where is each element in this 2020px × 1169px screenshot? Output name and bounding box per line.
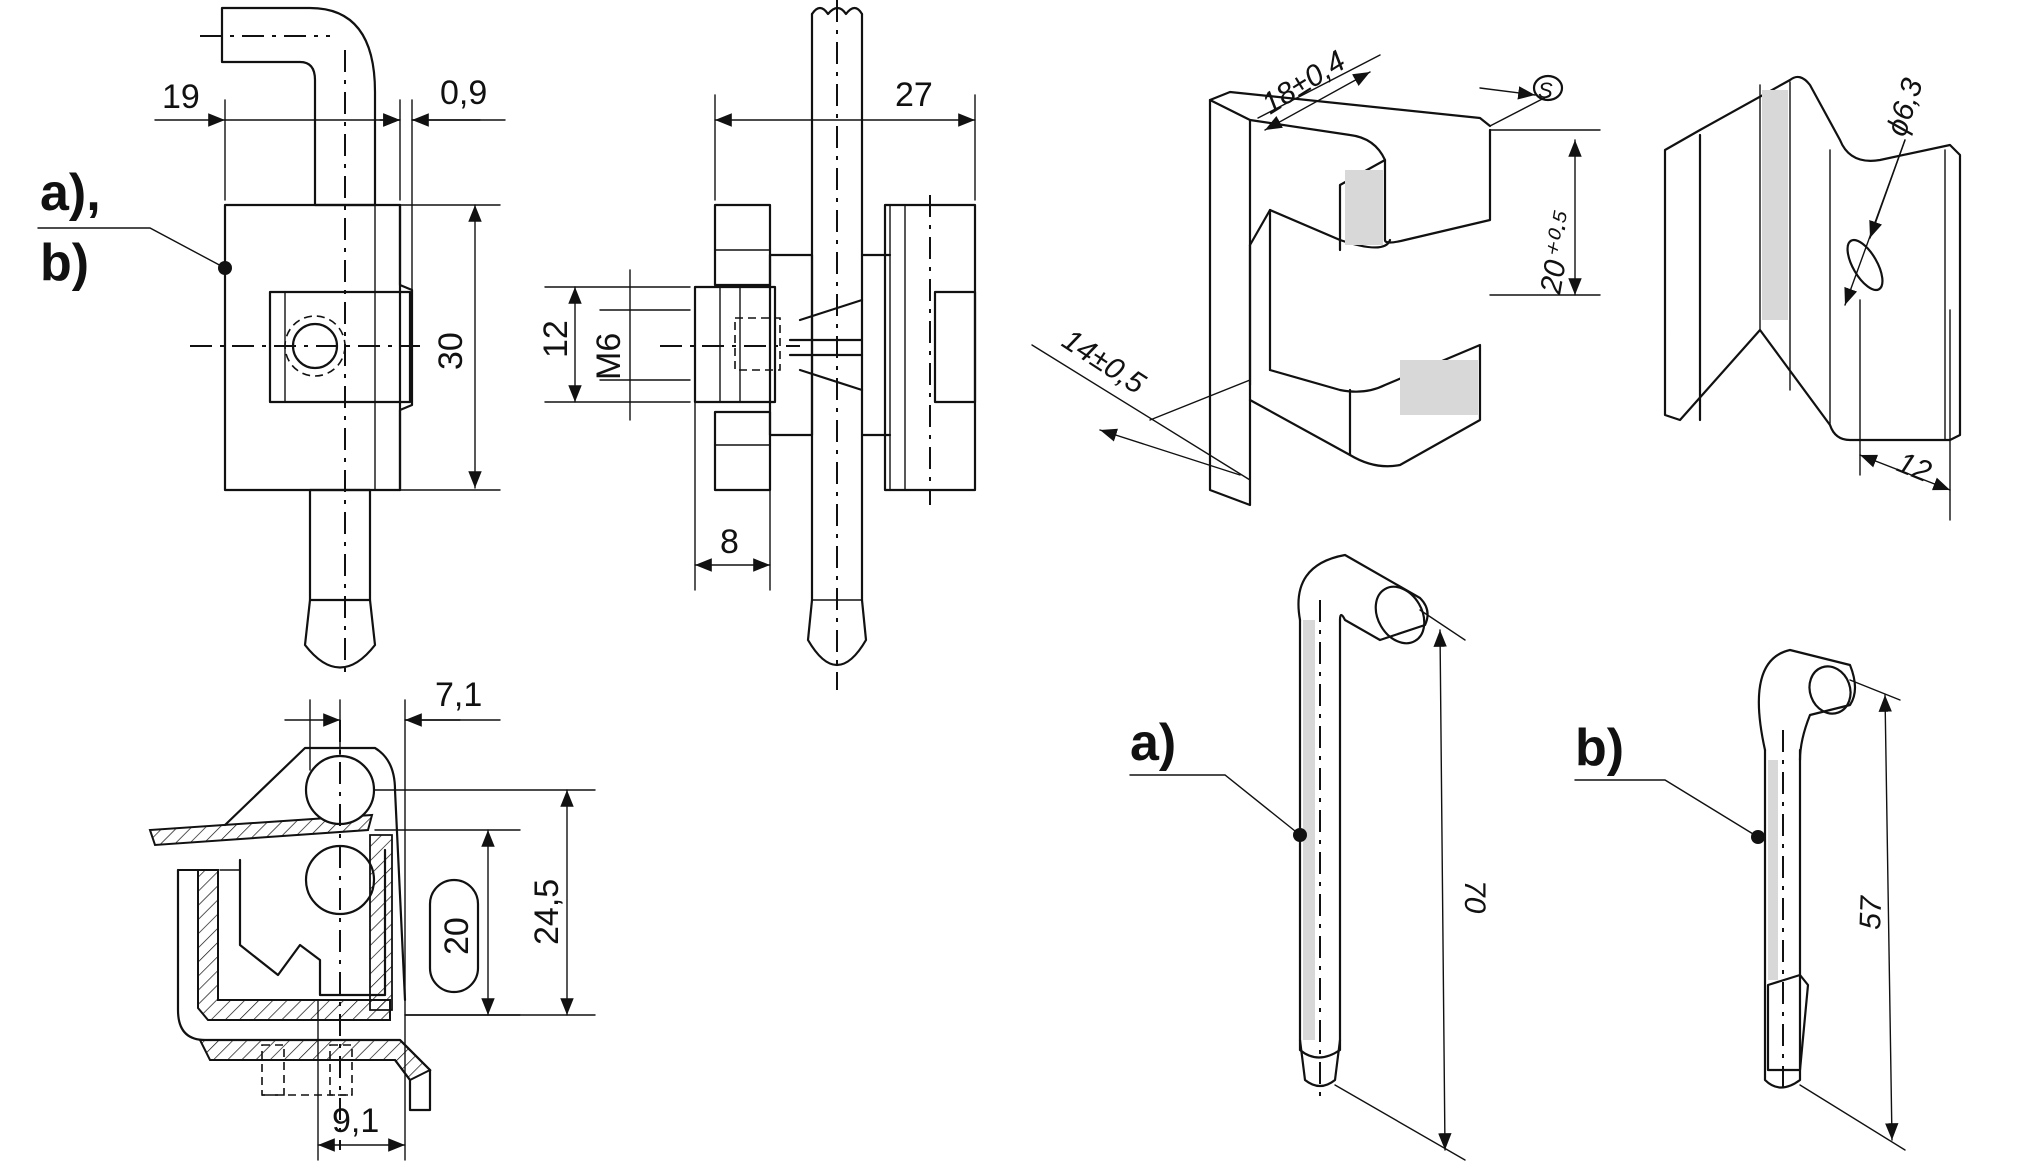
dim-19: 19 (162, 78, 200, 116)
iso-plate-view: ϕ6,3 12 (1663, 74, 1962, 521)
dim-18-tol: 18±0,4 (1256, 44, 1351, 120)
dim-70: 70 (1458, 880, 1491, 914)
label-b: b) (1575, 719, 1624, 777)
dim-phi: ϕ6,3 (1880, 74, 1930, 140)
label-ab-line2: b) (40, 234, 89, 292)
dim-m6: M6 (590, 333, 628, 380)
iso-bracket-view: 18±0,4 S 20⁺⁰·⁵ 14±0,5 (1031, 44, 1601, 507)
dim-0-9: 0,9 (440, 74, 487, 112)
dim-7-1: 7,1 (435, 676, 482, 714)
front-view: 19 0,9 30 a), b) (37, 6, 506, 680)
dim-27: 27 (895, 76, 933, 114)
side-view: 27 12 M6 8 (537, 0, 977, 690)
section-view: 20 7,1 24,5 9,1 (148, 676, 596, 1161)
pin-b-view: 57 b) (1574, 648, 1906, 1151)
dim-57: 57 (1854, 894, 1888, 930)
dim-s-symbol: S (1538, 78, 1553, 103)
label-a: a) (1130, 714, 1176, 772)
dim-9-1: 9,1 (332, 1102, 379, 1140)
dim-12: 12 (537, 320, 575, 358)
dim-8: 8 (720, 523, 739, 561)
label-ab-line1: a), (40, 164, 101, 222)
dim-20: 20 (438, 917, 476, 955)
pin-a-view: 70 a) (1129, 553, 1491, 1161)
dim-30: 30 (432, 332, 470, 370)
dim-24-5: 24,5 (528, 879, 566, 945)
